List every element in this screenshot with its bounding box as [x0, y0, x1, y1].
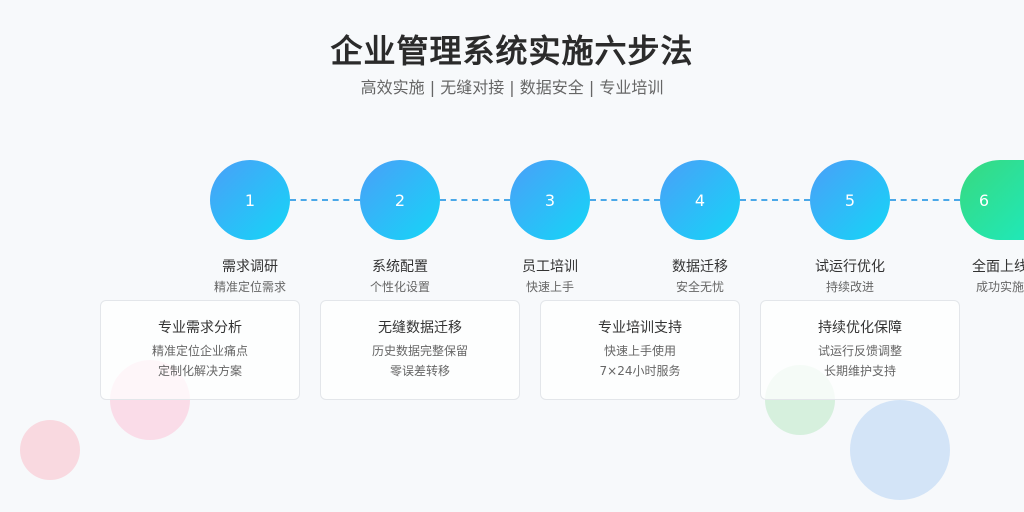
- card-line: 7×24小时服务: [599, 364, 681, 378]
- step-5-subtitle: 持续改进: [825, 280, 874, 294]
- card-title: 专业需求分析: [158, 320, 242, 336]
- step-4-subtitle: 安全无忧: [675, 280, 724, 294]
- card-line: 精准定位企业痛点: [151, 344, 248, 358]
- step-2-subtitle: 个性化设置: [369, 280, 430, 294]
- step-3-circle: 3: [510, 160, 590, 240]
- decor-circle-blue: [850, 400, 950, 500]
- card-title: 持续优化保障: [818, 320, 902, 336]
- step-6-title: 全面上线: [972, 259, 1024, 275]
- step-number: 6: [978, 190, 990, 210]
- step-connector: [440, 199, 510, 201]
- step-1-title: 需求调研: [222, 259, 278, 275]
- card-line: 长期维护支持: [823, 364, 896, 378]
- card-line: 试运行反馈调整: [817, 344, 902, 358]
- step-4-circle: 4: [660, 160, 740, 240]
- step-number: 1: [244, 190, 256, 210]
- feature-card-2: 无缝数据迁移 历史数据完整保留 零误差转移: [320, 300, 520, 400]
- card-title: 无缝数据迁移: [378, 320, 462, 336]
- step-6-subtitle: 成功实施: [976, 280, 1024, 294]
- card-line: 零误差转移: [389, 364, 450, 378]
- card-line: 历史数据完整保留: [371, 344, 468, 358]
- step-connector: [740, 199, 810, 201]
- page-title: 企业管理系统实施六步法: [330, 32, 694, 70]
- step-number: 4: [694, 190, 706, 210]
- card-line: 定制化解决方案: [157, 364, 242, 378]
- step-connector: [890, 199, 960, 201]
- step-2-title: 系统配置: [372, 259, 428, 275]
- step-3-title: 员工培训: [522, 259, 578, 275]
- step-number: 5: [844, 190, 856, 210]
- step-5-title: 试运行优化: [815, 259, 885, 275]
- decor-circle-pink-small: [20, 420, 80, 480]
- step-connector: [290, 199, 360, 201]
- page-subtitle: 高效实施 | 无缝对接 | 数据安全 | 专业培训: [360, 78, 664, 97]
- step-1-subtitle: 精准定位需求: [213, 280, 286, 294]
- step-2-circle: 2: [360, 160, 440, 240]
- card-title: 专业培训支持: [598, 320, 682, 336]
- card-line: 快速上手使用: [603, 344, 676, 358]
- step-6-circle: 6: [960, 160, 1024, 240]
- step-number: 2: [394, 190, 406, 210]
- feature-card-3: 专业培训支持 快速上手使用 7×24小时服务: [540, 300, 740, 400]
- step-connector: [590, 199, 660, 201]
- feature-card-1: 专业需求分析 精准定位企业痛点 定制化解决方案: [100, 300, 300, 400]
- step-1-circle: 1: [210, 160, 290, 240]
- step-5-circle: 5: [810, 160, 890, 240]
- step-number: 3: [544, 190, 556, 210]
- step-4-title: 数据迁移: [672, 259, 728, 275]
- step-3-subtitle: 快速上手: [525, 280, 574, 294]
- feature-card-4: 持续优化保障 试运行反馈调整 长期维护支持: [760, 300, 960, 400]
